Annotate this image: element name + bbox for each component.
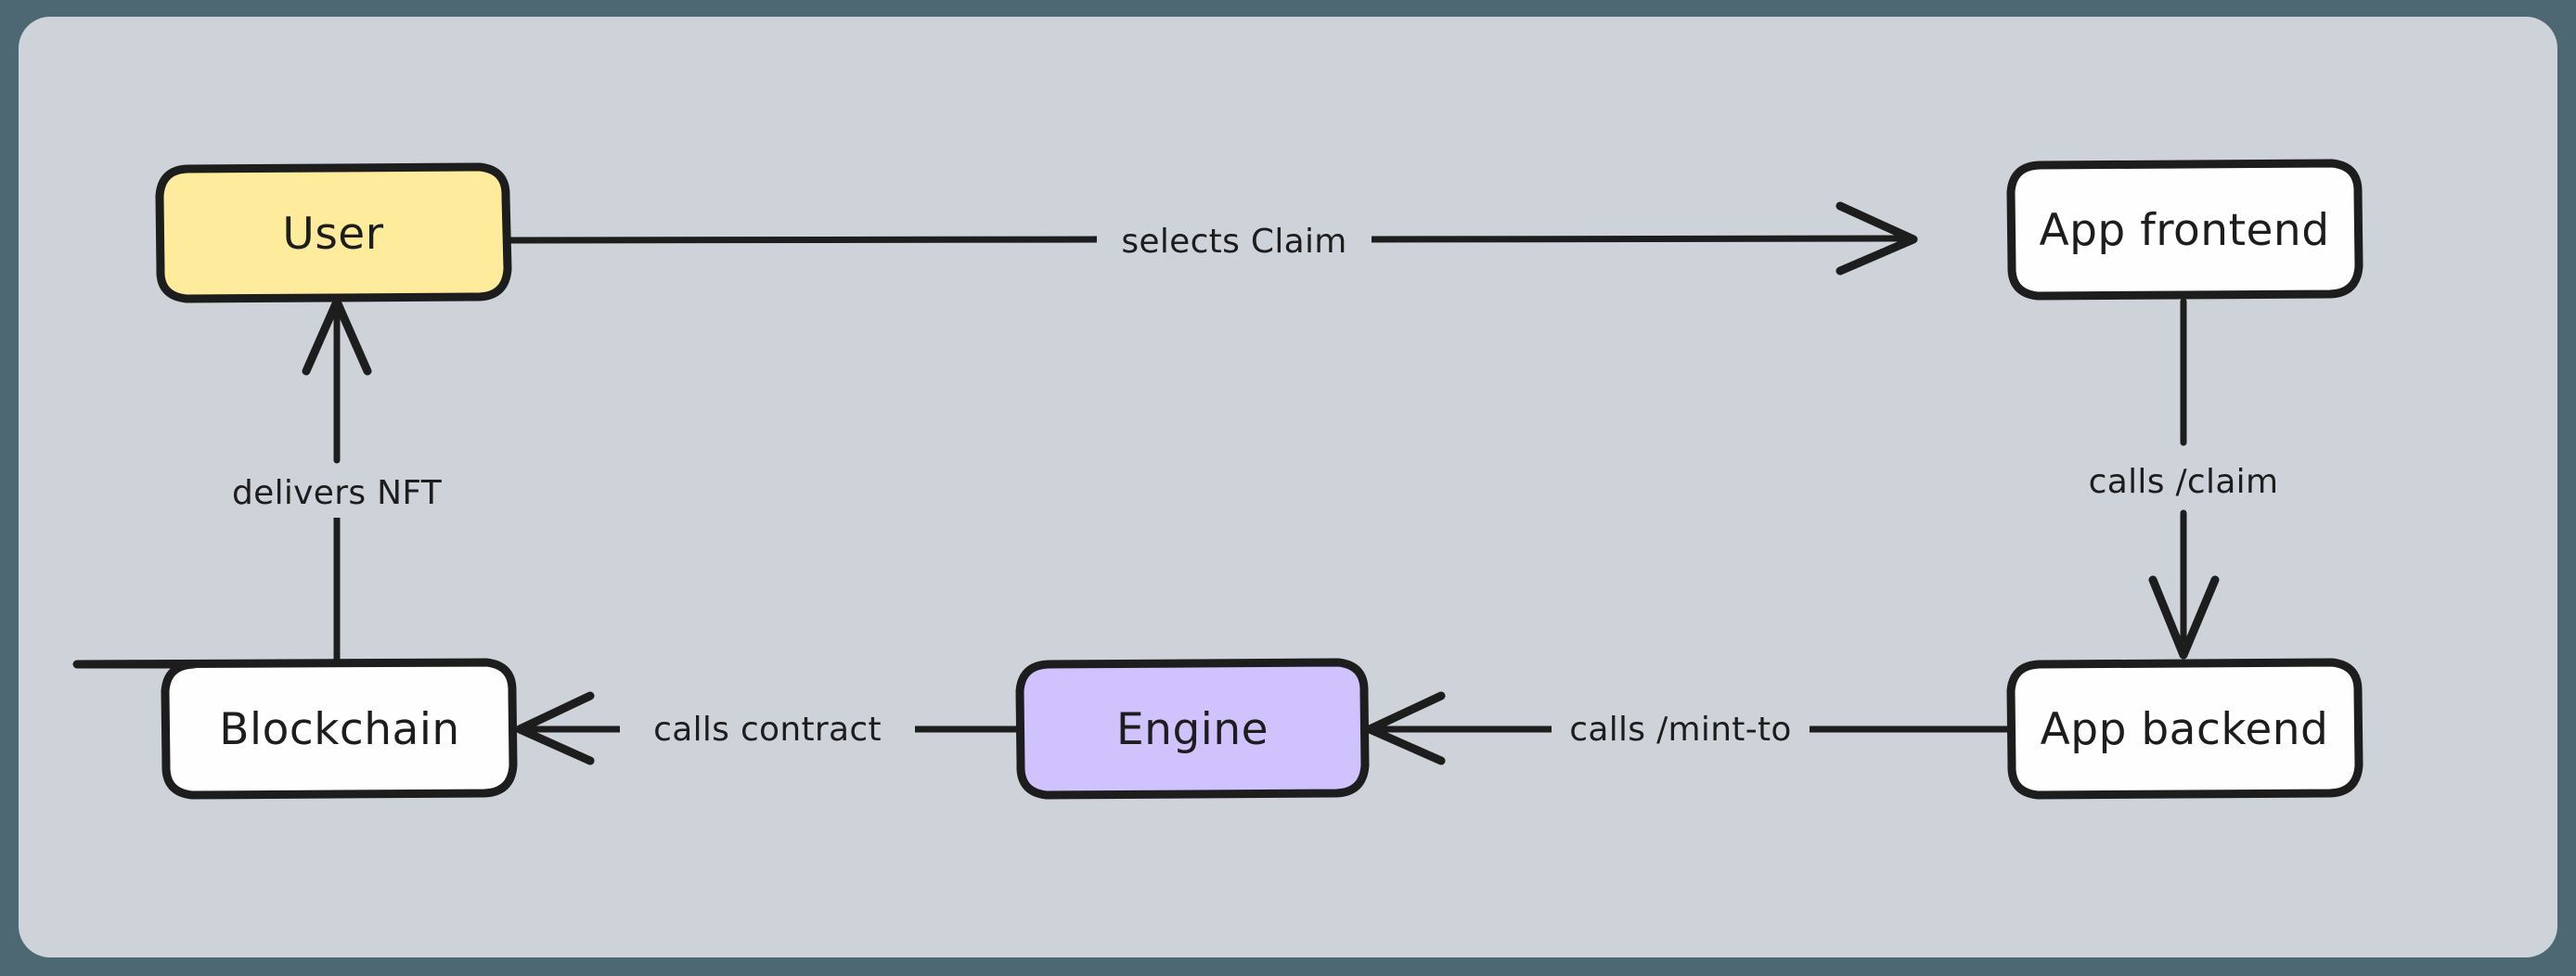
edge-label-delivers-nft: delivers NFT bbox=[232, 474, 443, 512]
edge-user-to-frontend: selects Claim bbox=[505, 201, 1918, 276]
arrowhead-down-backend bbox=[2148, 575, 2220, 660]
edge-backend-to-engine: calls /mint-to bbox=[1365, 691, 2012, 765]
node-app-backend-shape bbox=[2006, 658, 2363, 800]
edge-frontend-to-backend: calls /claim bbox=[2051, 298, 2320, 660]
node-app-frontend-shape bbox=[2006, 159, 2363, 301]
node-user-shape bbox=[155, 162, 512, 303]
edge-label-backdrop bbox=[200, 464, 476, 518]
edge-label-calls-contract: calls contract bbox=[653, 711, 882, 749]
edge-label-calls-mint-to: calls /mint-to bbox=[1569, 711, 1792, 749]
node-engine-shape bbox=[1015, 658, 1370, 800]
edge-label-selects-claim: selects Claim bbox=[1121, 223, 1346, 261]
edge-line-selects-claim bbox=[505, 235, 1911, 244]
edge-label-calls-claim: calls /claim bbox=[2089, 463, 2279, 501]
node-blockchain-shape bbox=[72, 658, 518, 800]
edge-label-backdrop bbox=[1552, 701, 1810, 755]
node-app-backend[interactable]: App backend bbox=[2006, 658, 2363, 800]
node-app-frontend[interactable]: App frontend bbox=[2006, 159, 2363, 301]
node-blockchain[interactable]: Blockchain bbox=[72, 658, 518, 800]
node-app-backend-label: App backend bbox=[2041, 704, 2329, 755]
arrowhead-left-engine bbox=[1365, 691, 1446, 765]
node-engine[interactable]: Engine bbox=[1015, 658, 1370, 800]
arrowhead-right-frontend bbox=[1835, 201, 1918, 276]
arrowhead-left-blockchain bbox=[515, 691, 595, 765]
edge-label-backdrop bbox=[2051, 453, 2320, 507]
node-user[interactable]: User bbox=[155, 162, 512, 303]
edge-engine-to-blockchain: calls contract bbox=[515, 691, 1021, 765]
node-blockchain-label: Blockchain bbox=[219, 704, 459, 755]
edge-blockchain-to-user: delivers NFT bbox=[200, 297, 476, 662]
edge-label-backdrop bbox=[1097, 212, 1372, 267]
node-app-frontend-label: App frontend bbox=[2039, 205, 2329, 256]
node-user-label: User bbox=[282, 209, 383, 260]
edge-label-backdrop bbox=[620, 701, 915, 755]
node-engine-label: Engine bbox=[1116, 704, 1269, 755]
